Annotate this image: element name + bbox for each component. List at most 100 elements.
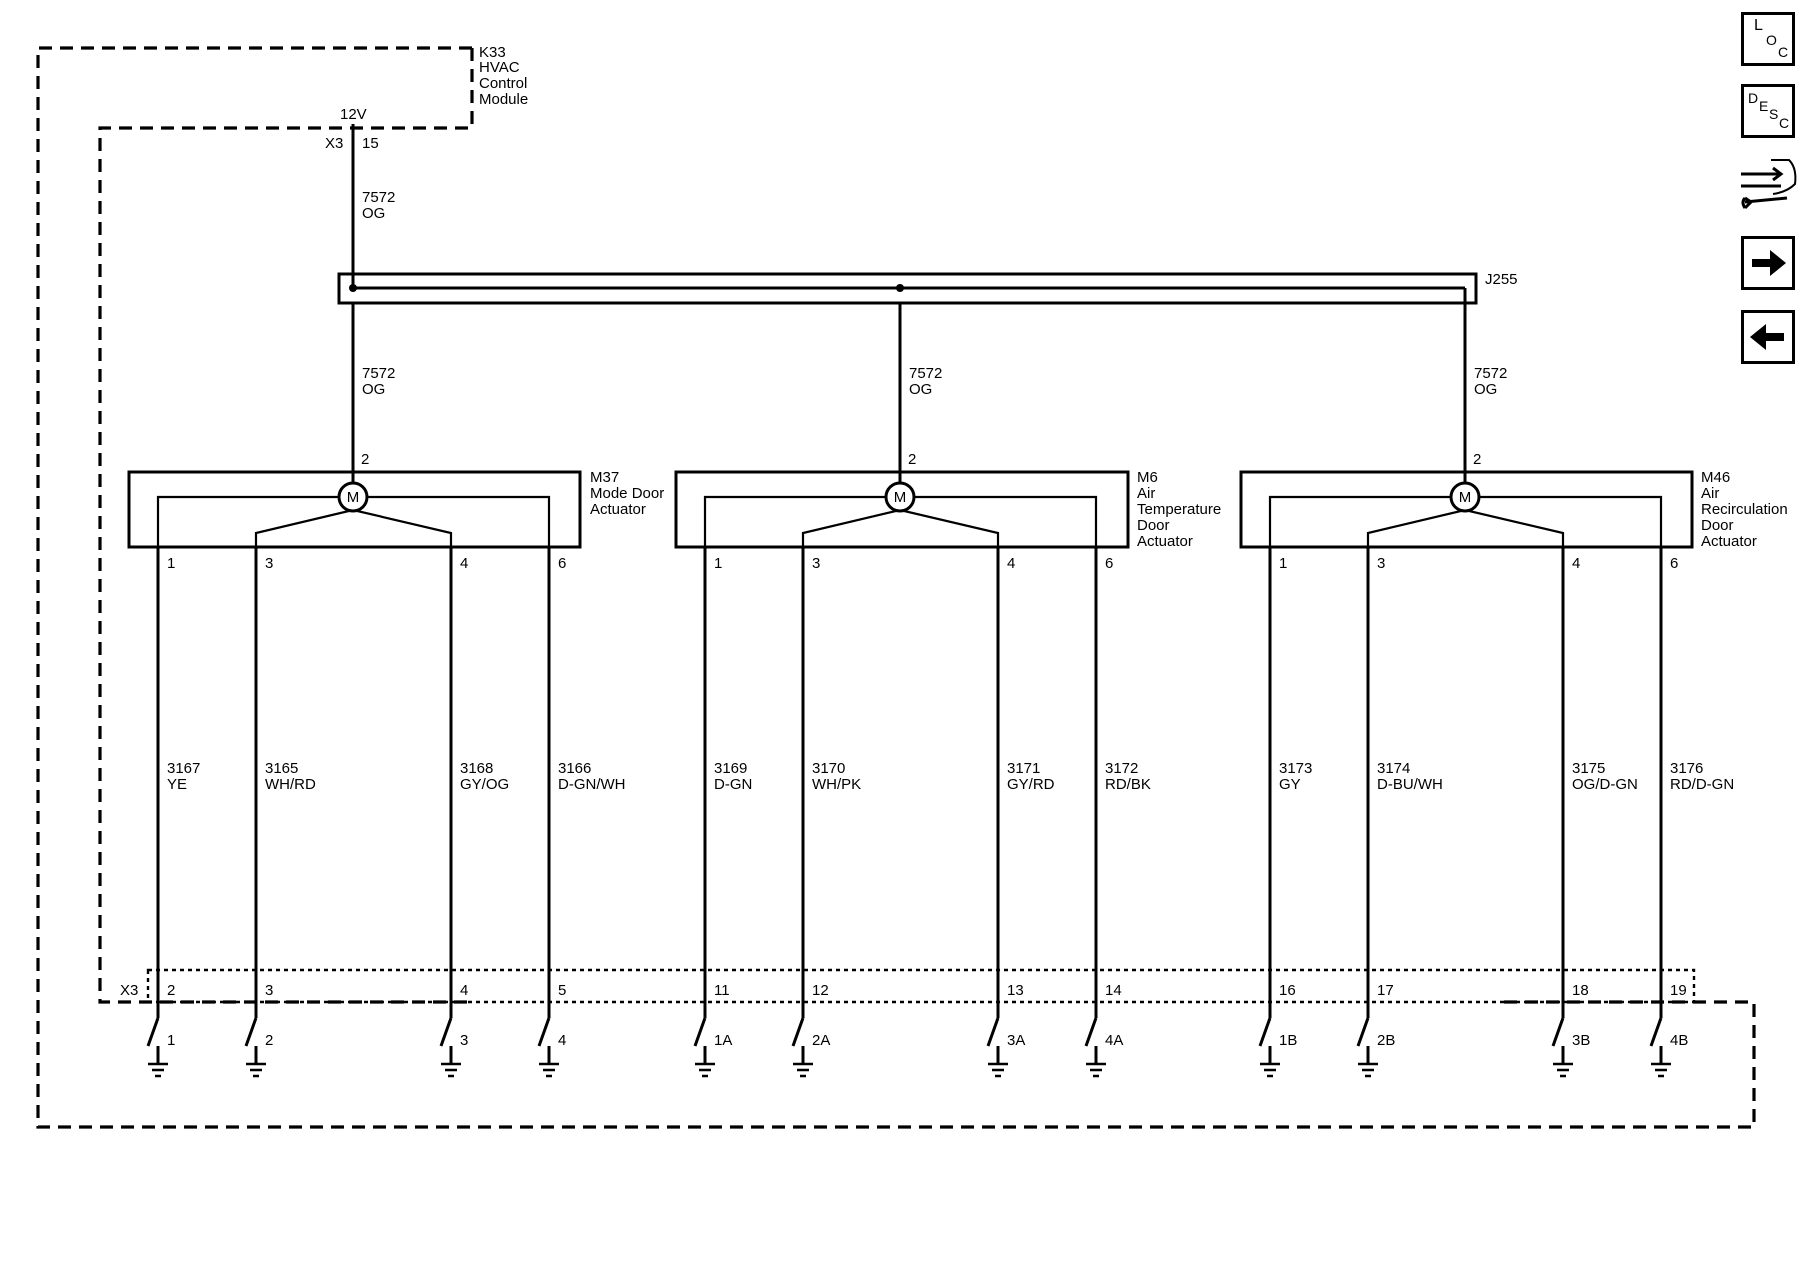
ground-label: 4	[558, 1032, 566, 1049]
wire-color: GY	[1279, 776, 1301, 793]
wire-circuit: 3168	[460, 760, 493, 777]
wire-circuit: 3171	[1007, 760, 1040, 777]
desc-letter-s: S	[1769, 106, 1779, 122]
wire-color: YE	[167, 776, 187, 793]
actuator-pin: 3	[1377, 555, 1385, 572]
supply-circuit: 7572	[909, 365, 942, 382]
actuator-pin: 3	[812, 555, 820, 572]
supply-color: OG	[1474, 381, 1497, 398]
wire-color: GY/RD	[1007, 776, 1055, 793]
module-name-line2: Control	[479, 75, 527, 92]
ground-symbol	[793, 1062, 813, 1078]
actuator-pin: 4	[460, 555, 468, 572]
actuator-pin: 4	[1007, 555, 1015, 572]
actuator-ref: M46	[1701, 469, 1730, 486]
x3-pin: 12	[812, 982, 829, 999]
actuator-name-line: Air	[1701, 485, 1719, 502]
x3-pin: 19	[1670, 982, 1687, 999]
ground-label: 3B	[1572, 1032, 1590, 1049]
ground-switch	[146, 1017, 160, 1047]
splice-node	[349, 284, 357, 292]
motor-wiper	[1366, 508, 1565, 548]
ground-symbol	[246, 1062, 266, 1078]
ground-switch	[1258, 1017, 1272, 1047]
x3-pin: 2	[167, 982, 175, 999]
description-button[interactable]: D E S C	[1741, 84, 1795, 138]
actuator-name-line: Actuator	[1137, 533, 1193, 550]
supply-pin: 2	[361, 451, 369, 468]
wire-circuit: 3169	[714, 760, 747, 777]
desc-letter-e: E	[1759, 98, 1769, 114]
splice-ref: J255	[1485, 271, 1518, 288]
desc-big-letter: D	[1748, 90, 1759, 106]
arrow-left-icon	[1750, 324, 1784, 350]
module-connector: X3	[325, 135, 343, 152]
motor-label: M	[1459, 489, 1472, 506]
ground-symbol	[1553, 1062, 1573, 1078]
loc-letter-o: O	[1766, 32, 1777, 48]
actuator-name-line: Temperature	[1137, 501, 1221, 518]
desc-letter-c: C	[1779, 115, 1790, 131]
actuator-pin: 3	[265, 555, 273, 572]
wire-circuit: 3167	[167, 760, 200, 777]
module-pin: 15	[362, 135, 379, 152]
x3-pin: 17	[1377, 982, 1394, 999]
supply-pin: 2	[908, 451, 916, 468]
x3-pin: 4	[460, 982, 468, 999]
wire-circuit: 3174	[1377, 760, 1410, 777]
ground-label: 3A	[1007, 1032, 1025, 1049]
ground-symbol	[1086, 1062, 1106, 1078]
location-button[interactable]: L O C	[1741, 12, 1795, 66]
splice-pack	[337, 272, 1478, 305]
ground-label: 1A	[714, 1032, 732, 1049]
wire-color: OG/D-GN	[1572, 776, 1638, 793]
ground-symbol	[441, 1062, 461, 1078]
wire-color: D-GN/WH	[558, 776, 626, 793]
motor-wiper	[254, 508, 453, 548]
wire-circuit: 3173	[1279, 760, 1312, 777]
x3-pin: 13	[1007, 982, 1024, 999]
motor-symbol	[337, 481, 369, 513]
module-supply-label: 12V	[340, 106, 367, 123]
ground-label: 2A	[812, 1032, 830, 1049]
ground-switch	[693, 1017, 707, 1047]
feed-color: OG	[362, 205, 385, 222]
actuator-pin: 1	[1279, 555, 1287, 572]
x3-pin: 3	[265, 982, 273, 999]
next-button[interactable]	[1741, 236, 1795, 290]
ground-switch	[1356, 1017, 1370, 1047]
motor-label: M	[347, 489, 360, 506]
supply-color: OG	[362, 381, 385, 398]
wire-color: GY/OG	[460, 776, 509, 793]
actuator-name-line: Mode Door	[590, 485, 664, 502]
actuator-name-line: Door	[1137, 517, 1170, 534]
ground-switch	[537, 1017, 551, 1047]
previous-button[interactable]	[1741, 310, 1795, 364]
wire-circuit: 3170	[812, 760, 845, 777]
ground-label: 2B	[1377, 1032, 1395, 1049]
ground-label: 3	[460, 1032, 468, 1049]
module-ref: K33	[479, 44, 506, 61]
ground-symbol	[148, 1062, 168, 1078]
actuator-pin: 6	[558, 555, 566, 572]
actuator-pin: 4	[1572, 555, 1580, 572]
connector-wrench-icon[interactable]	[1737, 154, 1799, 216]
actuator-name-line: Recirculation	[1701, 501, 1788, 518]
wire-circuit: 3175	[1572, 760, 1605, 777]
ground-switch	[1649, 1017, 1663, 1047]
wire-color: RD/D-GN	[1670, 776, 1734, 793]
motor-symbol	[1449, 481, 1481, 513]
ground-switch	[791, 1017, 805, 1047]
wire-circuit: 3166	[558, 760, 591, 777]
wire-color: WH/PK	[812, 776, 861, 793]
actuator-name-line: Actuator	[590, 501, 646, 518]
hvac-module-boundary	[36, 46, 1756, 1129]
x3-pin: 18	[1572, 982, 1589, 999]
actuator-name-line: Air	[1137, 485, 1155, 502]
motor-symbol	[884, 481, 916, 513]
module-name-line1: HVAC	[479, 59, 520, 76]
actuator-m46: 7572OG2MM46AirRecirculationDoorActuator1…	[1239, 303, 1788, 1078]
actuator-m6: 7572OG2MM6AirTemperatureDoorActuator1316…	[674, 303, 1221, 1078]
loc-big-letter: L	[1754, 17, 1763, 34]
x3-pin: 5	[558, 982, 566, 999]
